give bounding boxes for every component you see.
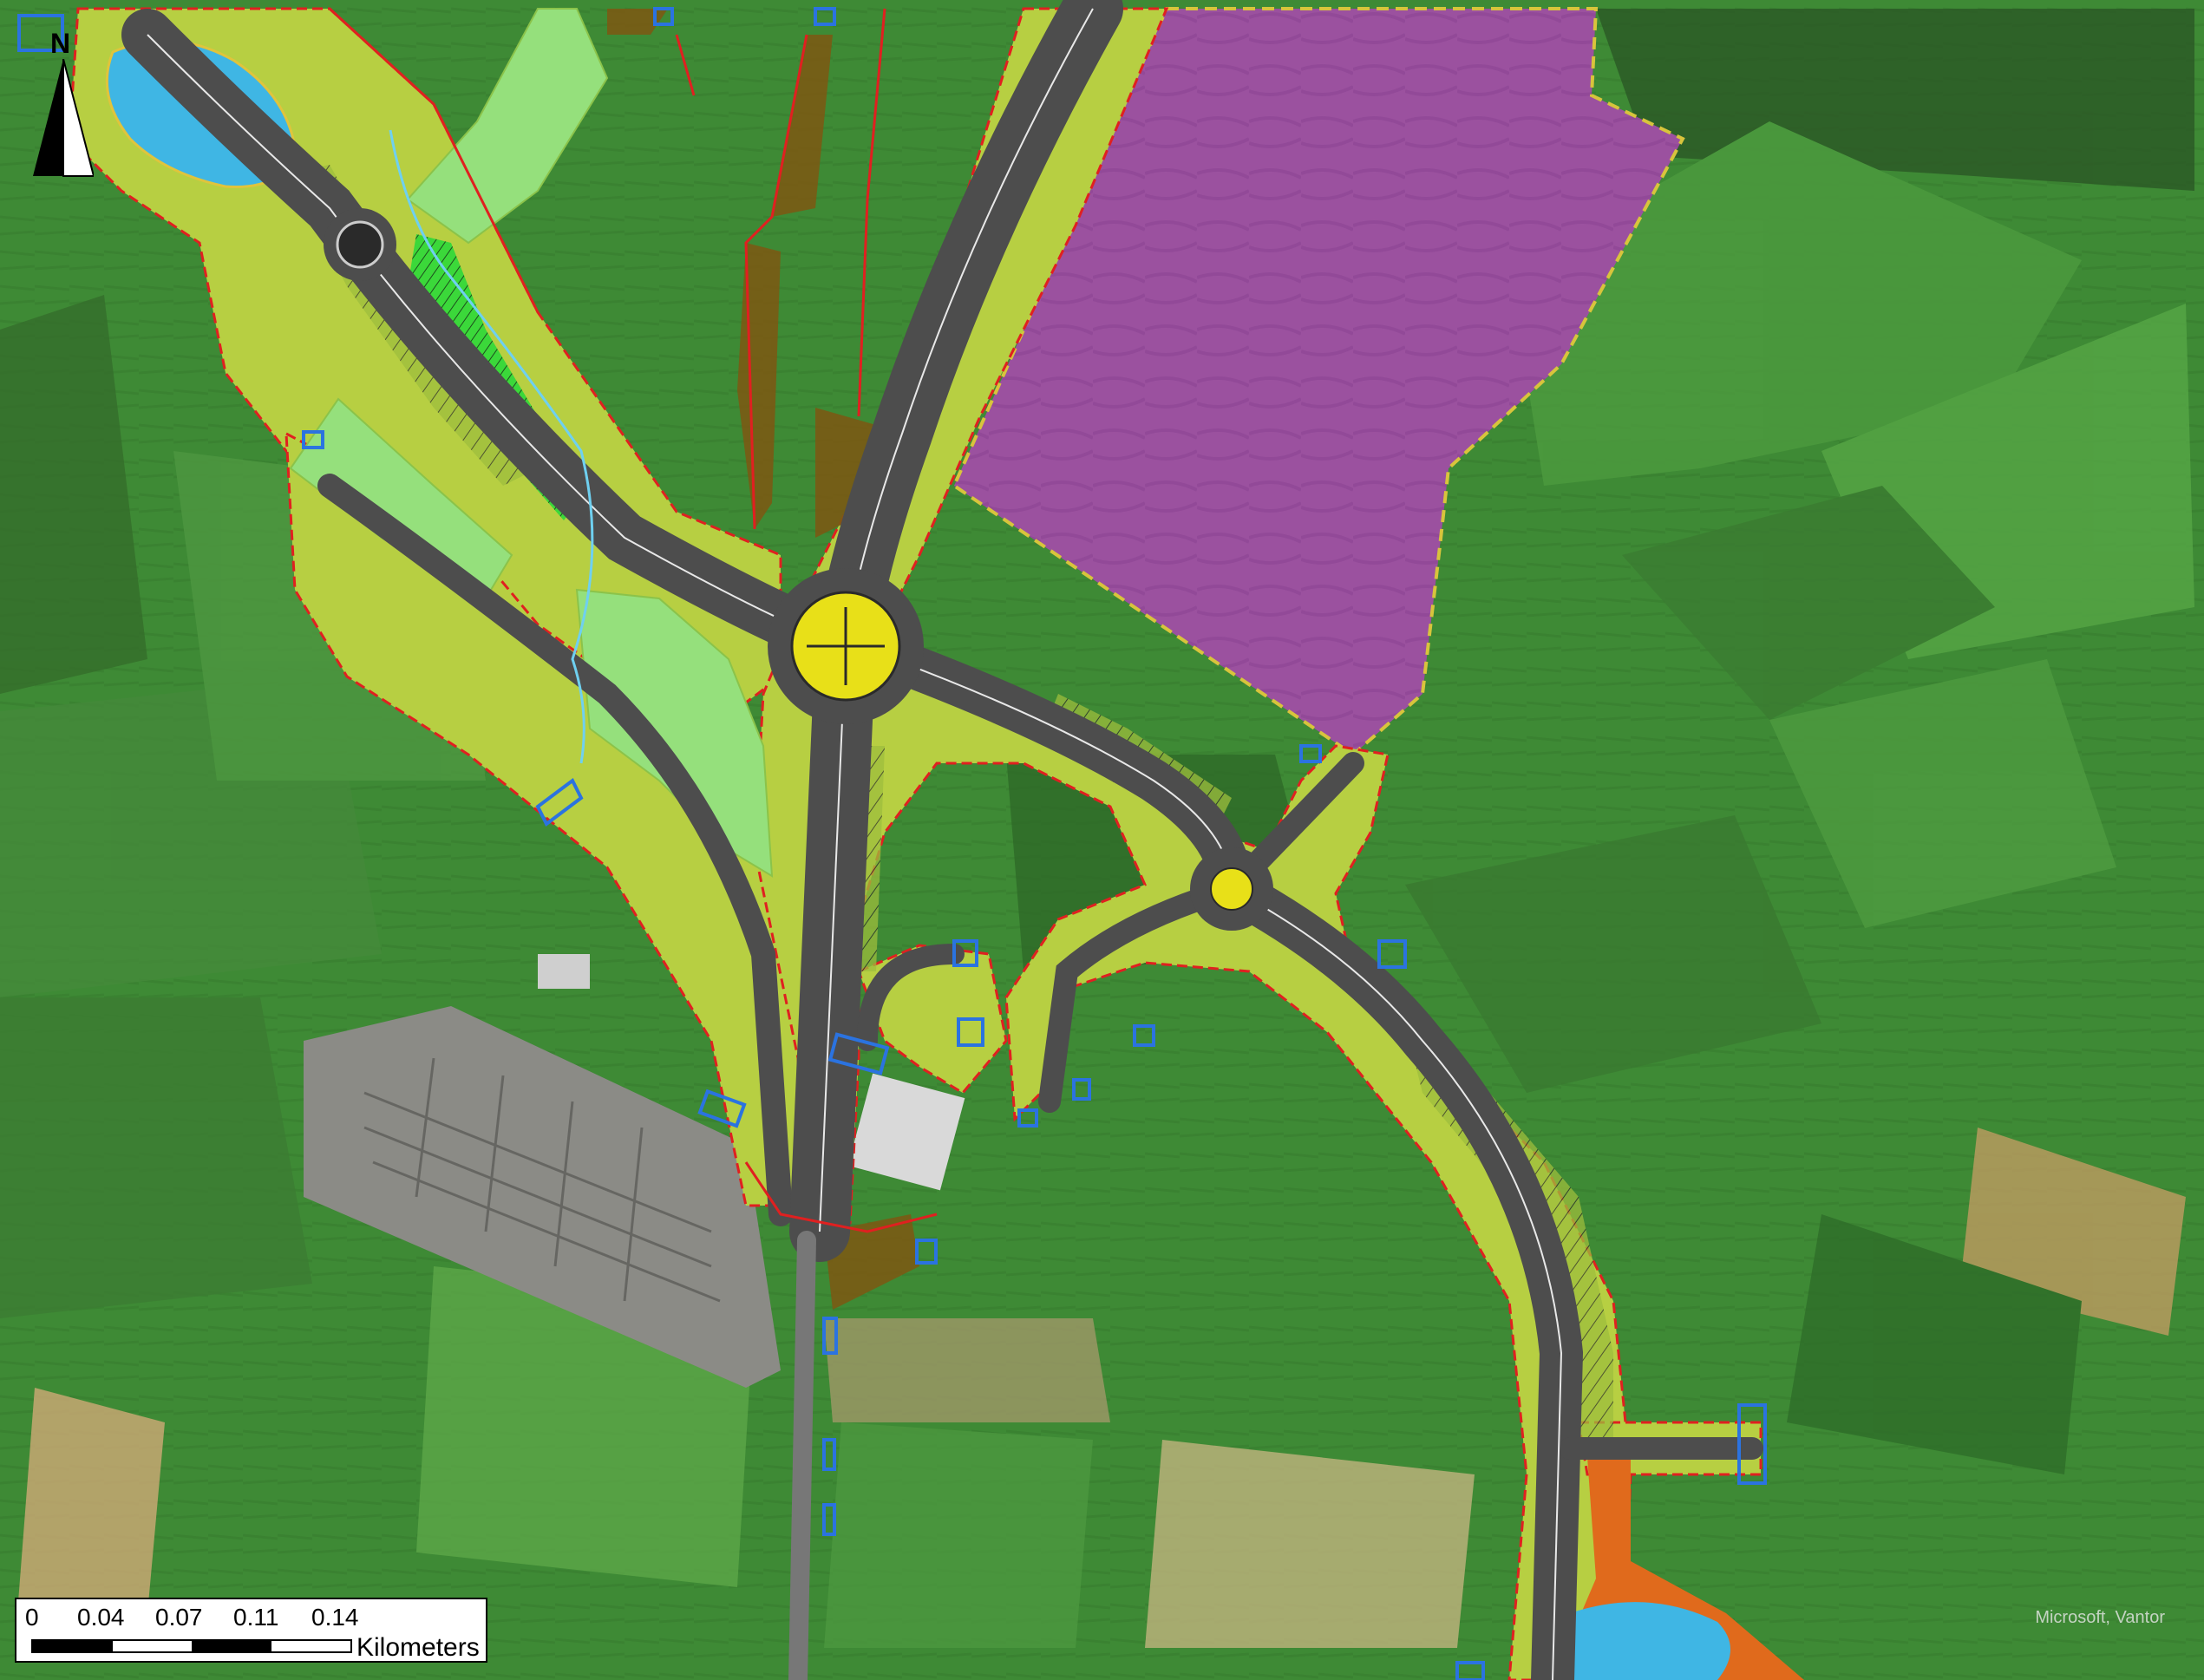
scale-tick-1: 0.04 (77, 1604, 125, 1631)
south-pond (1553, 1602, 1730, 1680)
scale-tick-0: 0 (25, 1604, 39, 1631)
scale-tick-2: 0.07 (155, 1604, 203, 1631)
scale-tick-4: 0.14 (311, 1604, 359, 1631)
red-boundaries (328, 7, 938, 1233)
scale-tick-3: 0.11 (233, 1604, 279, 1631)
scale-bar: 0 0.04 0.07 0.11 0.14 Kilometers (15, 1598, 487, 1663)
industrial-yard (304, 1006, 781, 1388)
yard-structures (363, 1057, 721, 1303)
scale-unit-label: Kilometers (356, 1633, 480, 1662)
blue-markers (17, 7, 1767, 1680)
warehouse-building (847, 1073, 965, 1191)
central-roundabout-cross (807, 607, 885, 685)
light-green-zones (289, 8, 774, 878)
watercourse-line (389, 129, 594, 764)
scale-graphic (31, 1639, 352, 1653)
small-building (538, 954, 590, 989)
east-roundabout-island (1210, 867, 1253, 911)
north-label: N (50, 28, 71, 59)
nw-roundabout-island (336, 220, 384, 269)
map-attribution: Microsoft, Vantor (2035, 1608, 2165, 1627)
north-arrow: N (33, 28, 94, 177)
purple-zone (952, 7, 1685, 757)
north-arrow-icon (33, 59, 94, 177)
